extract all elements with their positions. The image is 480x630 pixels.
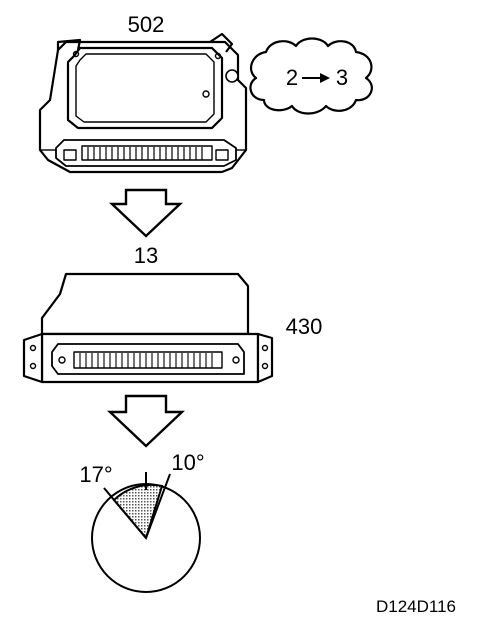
angle-right-label: 10°	[171, 450, 204, 475]
figure-code: D124D116	[376, 597, 456, 616]
ecu-unit-430	[22, 272, 274, 384]
angle-dial	[91, 472, 201, 593]
down-arrow-icon	[106, 394, 186, 448]
ecu-mid-top-label: 13	[134, 243, 158, 268]
cloud-to-value: 3	[336, 65, 348, 90]
ecu-unit-502	[38, 32, 248, 174]
ecu-top-label: 502	[128, 12, 165, 37]
cloud-callout	[249, 37, 373, 115]
right-arrow-icon	[302, 73, 330, 83]
cloud-from-value: 2	[286, 65, 298, 90]
down-arrow-icon	[108, 188, 184, 238]
angle-left-label: 17°	[79, 462, 112, 487]
ecu-mid-side-label: 430	[286, 314, 323, 339]
